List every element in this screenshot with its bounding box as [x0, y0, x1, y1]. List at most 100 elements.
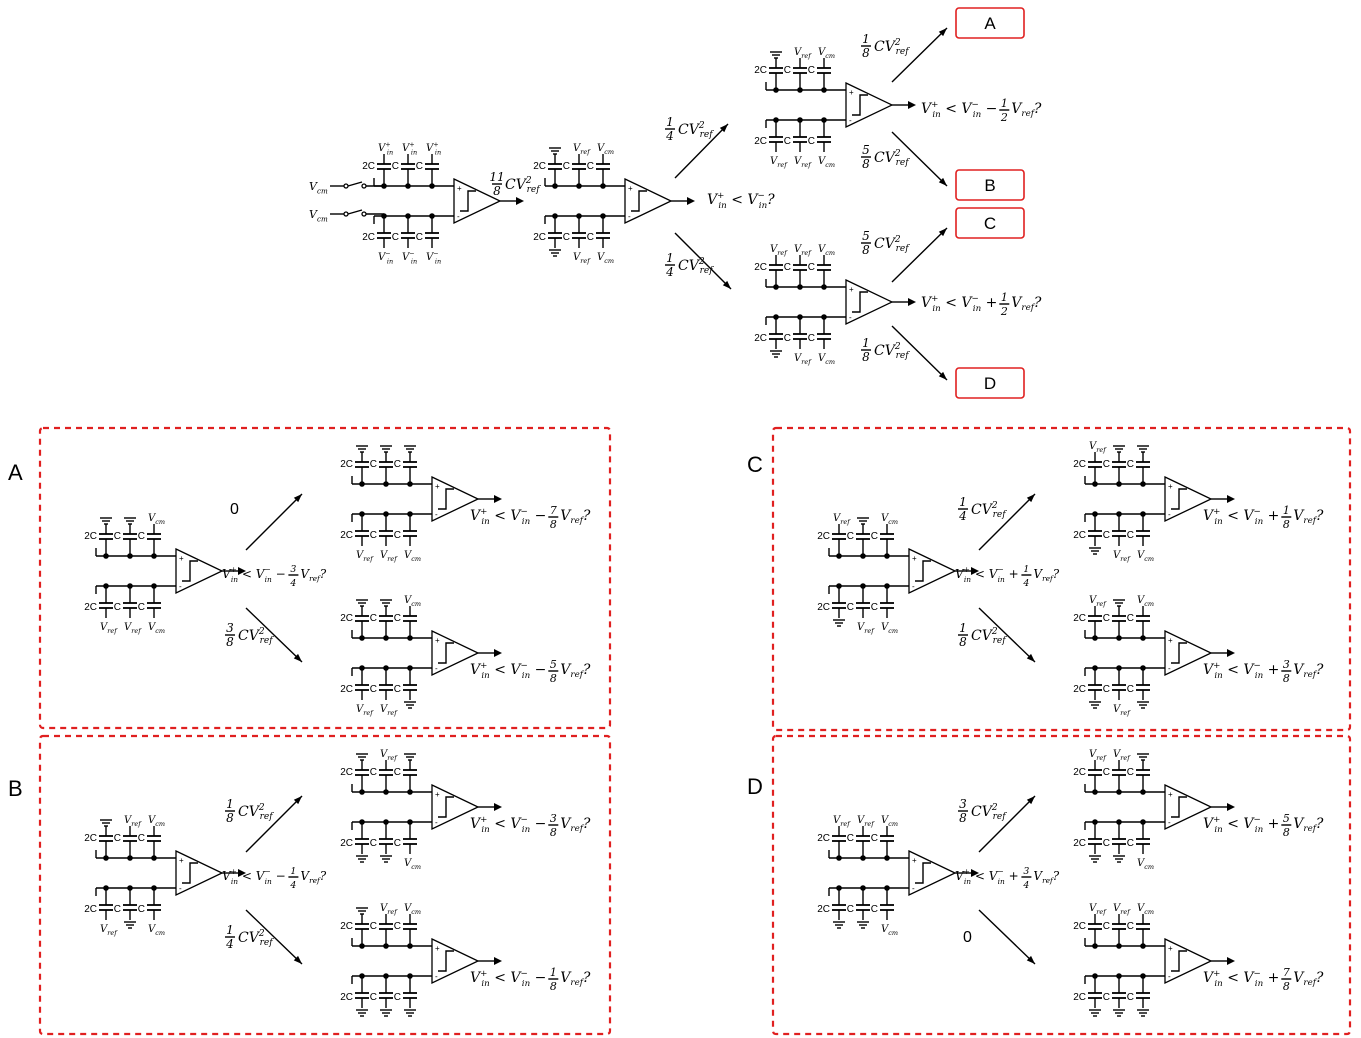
vref-term: Vref?: [1011, 101, 1042, 119]
arrow-to-B: [891, 131, 948, 187]
arrowhead: [722, 280, 731, 289]
arrowhead: [1026, 494, 1035, 503]
cap-label: 2C: [1073, 767, 1086, 778]
comparison-text: V+in < V−in −: [470, 507, 546, 527]
comparator: [845, 81, 894, 129]
arrow-shaft: [978, 493, 1036, 551]
cap-label: C: [871, 833, 878, 844]
plus-sign: +: [1168, 636, 1173, 645]
voltage-symbol: Vref: [100, 622, 118, 635]
panel-frame: [38, 734, 612, 1036]
voltage-symbol: Vref: [794, 244, 812, 257]
voltage-symbol: Vref: [1113, 749, 1131, 762]
panel-d: D: [747, 734, 1352, 1036]
voltage-symbol: Vref: [100, 924, 118, 937]
switch-contact: [361, 183, 367, 189]
voltage-symbol: Vref: [770, 244, 788, 257]
cap-label: 2C: [340, 767, 353, 778]
cap-label: C: [847, 531, 854, 542]
vref-term: Vref?: [300, 869, 326, 885]
arrowhead: [938, 371, 947, 380]
fraction-numerator: 5: [862, 143, 870, 157]
comparison-text: V+in < V−in?: [707, 191, 775, 211]
fraction-denominator: 8: [550, 672, 557, 685]
fraction-numerator: 1: [666, 115, 674, 129]
cap-label: 2C: [340, 613, 353, 624]
fraction-denominator: 4: [289, 880, 296, 891]
hysteresis-icon: [1171, 796, 1187, 818]
fraction-denominator: 4: [1022, 880, 1029, 891]
comparator: [1164, 937, 1213, 985]
cap-label: 2C: [340, 530, 353, 541]
comparator: [1164, 475, 1213, 523]
comparison-label: V+in < V−in?: [707, 191, 775, 211]
output-arrowhead: [971, 567, 979, 575]
comparator: [908, 547, 957, 595]
cap-label: C: [1127, 684, 1134, 695]
cap-label: 2C: [817, 531, 830, 542]
arrowhead: [293, 653, 302, 662]
cap-label: C: [416, 161, 423, 172]
voltage-symbol: Vref: [124, 622, 142, 635]
comparison-text: V+in < V−in +: [955, 867, 1019, 886]
arrow-shaft: [978, 909, 1036, 965]
voltage-symbol: Vref: [833, 815, 851, 828]
cap-label: C: [114, 833, 121, 844]
cap-label: C: [138, 833, 145, 844]
output-arrowhead: [908, 101, 916, 109]
cap-label: 2C: [340, 921, 353, 932]
panel-b: B: [8, 734, 612, 1036]
fraction-numerator: 1: [550, 966, 557, 979]
voltage-symbol: Vcm: [597, 252, 614, 265]
voltage-symbol: Vref: [770, 156, 788, 169]
cap-label: C: [563, 161, 570, 172]
voltage-symbol: Vref: [356, 550, 374, 563]
fraction-denominator: 8: [1283, 980, 1290, 993]
arrow-shaft: [978, 607, 1036, 663]
energy-zero: 0: [230, 501, 239, 518]
fraction-numerator: 1: [1023, 564, 1029, 575]
cap-label: C: [1103, 838, 1110, 849]
fraction-numerator: 1: [226, 797, 234, 811]
cap-label: C: [394, 992, 401, 1003]
plus-sign: +: [179, 856, 184, 865]
fraction-numerator: 1: [1001, 97, 1008, 110]
panel-a: A: [8, 426, 612, 730]
voltage-symbol: V+in: [402, 141, 417, 157]
minus-sign: -: [849, 116, 852, 125]
plus-sign: +: [849, 88, 854, 97]
plus-sign: +: [628, 184, 633, 193]
voltage-symbol: Vcm: [818, 156, 835, 169]
panel-frame: [38, 426, 612, 730]
vref-term: Vref?: [1293, 970, 1324, 988]
arrowhead: [293, 494, 302, 503]
outcome-box-label: A: [984, 14, 996, 33]
comparator: [431, 783, 480, 831]
fraction-denominator: 8: [959, 635, 967, 649]
comparison-text: V+in < V−in −: [921, 100, 997, 120]
fraction-numerator: 3: [1283, 658, 1290, 671]
cap-label: 2C: [84, 602, 97, 613]
comparator: [908, 849, 957, 897]
comparator: [175, 849, 224, 897]
plus-sign: +: [1168, 790, 1173, 799]
cap-label: C: [563, 232, 570, 243]
cap-label: C: [1127, 613, 1134, 624]
hysteresis-icon: [1171, 950, 1187, 972]
outcome-box-a: A: [955, 7, 1025, 39]
cap-label: 2C: [340, 838, 353, 849]
fraction-denominator: 4: [289, 578, 296, 589]
vref-term: Vref?: [560, 508, 591, 526]
cap-label: C: [784, 136, 791, 147]
switch-contact: [343, 211, 349, 217]
output-arrowhead: [494, 803, 502, 811]
voltage-symbol: Vcm: [1137, 858, 1154, 871]
